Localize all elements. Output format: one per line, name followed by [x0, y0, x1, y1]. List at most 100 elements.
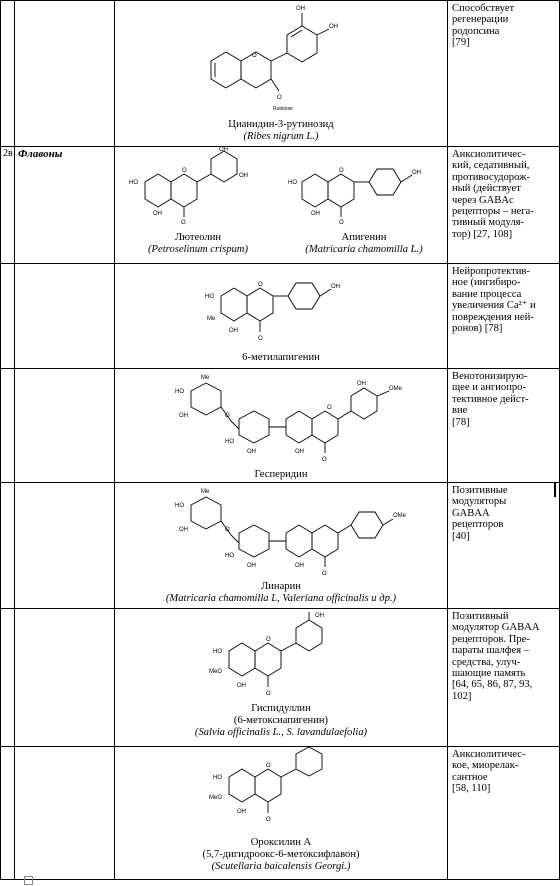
effect-line: родопсина — [452, 25, 500, 37]
atom-label: O — [258, 282, 263, 288]
atom-label: O — [266, 637, 271, 643]
atom-label: Rutinose — [273, 106, 293, 112]
effect-line: Анксиолитичес- — [452, 149, 526, 160]
effect-line: регенерации — [452, 14, 509, 26]
effect-line: [64, 65, 86, 87, 93, — [452, 679, 533, 691]
atom-label: OH — [179, 413, 188, 419]
class-cell — [14, 368, 115, 483]
table-row: Me HO OH O OH OMe O HO OH OH O Геспериди… — [0, 368, 560, 483]
table-row: OH HO O MeO OH O Гиспидуллин (6-метоксиа… — [0, 608, 560, 747]
atom-label: OH — [329, 24, 338, 30]
effect-line: модулятор GABAA — [452, 622, 540, 634]
effect-line: вие — [452, 405, 468, 417]
atom-label: Me — [201, 375, 210, 381]
effect-cell: Позитивный модулятор GABAA рецепторов. П… — [447, 608, 560, 747]
effect-line: вание процесса — [452, 288, 522, 300]
effect-line: кий, седативный, — [452, 160, 530, 172]
compound-name: Ороксилин А — [250, 837, 312, 848]
effect-line: 102] — [452, 690, 472, 702]
atom-label: Me — [207, 316, 216, 322]
class-cell — [14, 608, 115, 747]
table-row: 2в Флавоны HO OH OH O OH O — [0, 146, 560, 264]
atom-label: OMe — [393, 513, 407, 519]
effect-line: ное (ингибиро- — [452, 277, 521, 289]
atom-label: OH — [412, 170, 421, 176]
compound-name: Цианидин-3-рутинозид — [228, 119, 334, 130]
structure-cell: OH HO O MeO OH O Гиспидуллин (6-метоксиа… — [114, 608, 448, 747]
num-cell — [0, 482, 15, 609]
reference: [78] — [452, 416, 470, 428]
apigenin-structure: HO O OH OH O — [288, 168, 421, 226]
cyanidin-structure: OH OH O O Rutinose — [210, 6, 338, 112]
reference: [40] — [452, 530, 470, 542]
atom-label: O — [181, 220, 186, 226]
atom-label: O — [252, 53, 257, 59]
effect-line: Позитивный — [452, 611, 509, 622]
atom-label: O — [266, 817, 271, 823]
effect-line: Нейропротектив- — [452, 266, 530, 277]
atom-label: OH — [237, 809, 246, 815]
hispidulin-structure: OH HO O MeO OH O — [209, 612, 324, 697]
atom-label: Me — [201, 489, 210, 495]
atom-label: OH — [331, 284, 340, 290]
atom-label: HO — [225, 553, 234, 559]
table-row: Me HO OH O OMe HO OH OH O Линарин (Matri… — [0, 482, 560, 609]
plant-source: (Petroselinum crispum) — [148, 244, 248, 255]
structure-cell: Me HO OH O OMe HO OH OH O Линарин (Matri… — [114, 482, 448, 609]
plant-source: (Matricaria chamomilla L, Valeriana offi… — [165, 593, 397, 604]
atom-label: O — [225, 527, 230, 533]
compound-name: Гесперидин — [254, 469, 308, 480]
atom-label: OH — [295, 449, 304, 455]
effect-line: GABAA — [452, 507, 490, 519]
compound-name: 6-метилапигенин — [242, 352, 320, 363]
effect-line: модуляторы — [452, 496, 507, 508]
effect-line: параты шалфея – — [452, 645, 530, 657]
atom-label: HO — [213, 775, 222, 781]
atom-label: MeO — [209, 795, 222, 801]
atom-label: OH — [311, 211, 320, 217]
atom-label: O — [327, 405, 332, 411]
num-cell — [0, 263, 15, 369]
atom-label: HO — [129, 180, 138, 186]
num-cell — [0, 608, 15, 747]
structure-cell: Me HO OH O OH OMe O HO OH OH O Геспериди… — [114, 368, 448, 483]
atom-label: OH — [219, 147, 228, 153]
atom-label: O — [182, 168, 187, 174]
table-row: OH OH O O Rutinose Цианидин-3-рутинозид … — [0, 0, 560, 147]
atom-label: OH — [247, 449, 256, 455]
atom-label: O — [266, 691, 271, 697]
atom-label: O — [277, 95, 282, 101]
luteolin-structure: HO OH OH O OH O — [129, 147, 248, 226]
effect-line: Венотонизирую- — [452, 371, 528, 382]
effect-line: сантное — [452, 771, 488, 783]
atom-label: O — [339, 168, 344, 174]
atom-label: HO — [175, 503, 184, 509]
effect-cell: Нейропротектив- ное (ингибиро- вание про… — [447, 263, 560, 369]
effect-line: рецепторы – нега- — [452, 206, 534, 218]
structure-cell: HO O MeO OH O Ороксилин А (5,7-дигидроок… — [114, 746, 448, 880]
class-cell — [14, 0, 115, 147]
num-cell: 2в — [0, 146, 15, 264]
atom-label: O — [225, 413, 230, 419]
compound-synonym: (6-метоксиапигенин) — [233, 715, 329, 726]
effect-line: через GABAc — [452, 194, 514, 206]
structure-cell: HO OH OH O OH O Лютеолин (Petroselinum c… — [114, 146, 448, 264]
atom-label: O — [258, 336, 263, 342]
atom-label: HO — [205, 294, 214, 300]
class-cell — [14, 746, 115, 880]
compound-name: Линарин — [261, 581, 301, 592]
atom-label: O — [322, 457, 327, 463]
table-row: HO O MeO OH O Ороксилин А (5,7-дигидроок… — [0, 746, 560, 880]
linarin-structure: Me HO OH O OMe HO OH OH O — [175, 489, 407, 577]
atom-label: OH — [229, 328, 238, 334]
compound-name: Гиспидуллин — [251, 703, 311, 714]
effect-line: Анксиолитичес- — [452, 749, 526, 760]
structure-cell: OH OH O O Rutinose Цианидин-3-рутинозид … — [114, 0, 448, 147]
atom-label: OH — [237, 683, 246, 689]
num-cell — [0, 0, 15, 147]
compound-synonym: (5,7-дигидроокс-6-метоксифлавон) — [202, 849, 360, 860]
plant-source: (Ribes nigrum L.) — [243, 131, 319, 142]
atom-label: OH — [239, 173, 248, 179]
atom-label: OH — [247, 563, 256, 569]
